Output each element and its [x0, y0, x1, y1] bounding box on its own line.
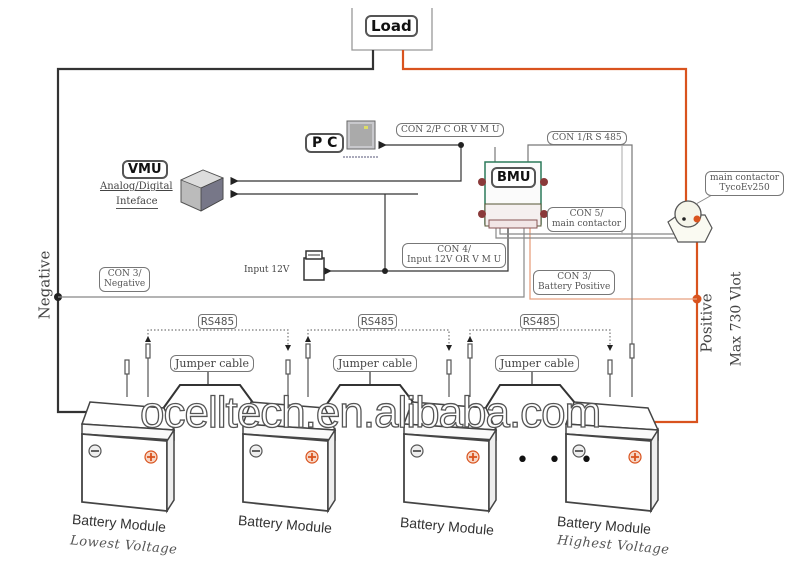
con4-line1: CON 4/ — [437, 245, 471, 255]
contactor-line2: TycoEv250 — [719, 183, 770, 194]
rs485-label-1: RS485 — [198, 314, 238, 329]
con4-line2: Input 12V OR V M U — [407, 255, 502, 266]
con3pos-line2: Battery Positive — [538, 282, 611, 293]
jumper-label-2: Jumper cable — [333, 355, 418, 372]
load-frame — [351, 8, 433, 51]
pc-monitor-icon — [343, 120, 378, 158]
jumper-label-3: Jumper cable — [495, 355, 580, 372]
vmu-sub-2: Inteface — [116, 196, 158, 209]
load-label: Load — [365, 15, 418, 37]
con3-positive-wire — [529, 228, 697, 300]
max-voltage-label: Max 730 Vlot — [728, 271, 745, 367]
battery-module — [564, 401, 660, 514]
con5-label: CON 5/ main contactor — [547, 207, 627, 232]
pc-wire — [230, 140, 496, 199]
con3neg-line2: Negative — [104, 279, 146, 290]
con1-rs485-label: CON 1/R S 485 — [547, 131, 627, 146]
con2-connector-label: CON 2/P C OR V M U — [396, 123, 505, 138]
jumper-cables — [156, 372, 586, 418]
battery-module — [241, 401, 337, 514]
input12v-battery-icon — [303, 250, 325, 281]
con3-negative-label: CON 3/ Negative — [99, 267, 151, 292]
pc-label: P C — [305, 133, 345, 153]
battery-module — [80, 401, 176, 514]
con3pos-line1: CON 3/ — [557, 272, 592, 282]
con3-positive-label: CON 3/ Battery Positive — [533, 270, 616, 295]
more-modules-ellipsis: • • • — [516, 448, 599, 473]
contactor-label: main contactor TycoEv250 — [705, 171, 785, 196]
bmu-label: BMU — [491, 167, 537, 188]
negative-label: Negative — [35, 250, 54, 320]
vmu-device-icon — [179, 169, 225, 212]
jumper-label-1: Jumper cable — [170, 355, 255, 372]
main-contactor — [667, 194, 713, 243]
rs485-label-3: RS485 — [520, 314, 560, 329]
battery-module — [402, 401, 498, 514]
con5-line1: CON 5/ — [569, 209, 604, 219]
rs485-arrowheads — [145, 336, 613, 351]
rs485-links — [147, 329, 611, 352]
con3-negative-wire — [58, 228, 525, 298]
con5-line2: main contactor — [552, 219, 622, 230]
input12v-wire — [323, 228, 509, 276]
vmu-sub-1: Analog/Digital — [100, 181, 173, 192]
battery-probes — [124, 343, 635, 397]
vmu-label: VMU — [122, 160, 168, 179]
positive-label: Positive — [697, 293, 716, 353]
input12v-label: Input 12V — [244, 265, 290, 275]
con3neg-line1: CON 3/ — [107, 269, 142, 279]
battery-modules — [80, 401, 660, 514]
contactor-line1: main contactor — [710, 173, 780, 183]
rs485-label-2: RS485 — [358, 314, 398, 329]
con4-label: CON 4/ Input 12V OR V M U — [402, 243, 507, 268]
watermark: ocelltech.en.alibaba.com — [139, 387, 602, 437]
